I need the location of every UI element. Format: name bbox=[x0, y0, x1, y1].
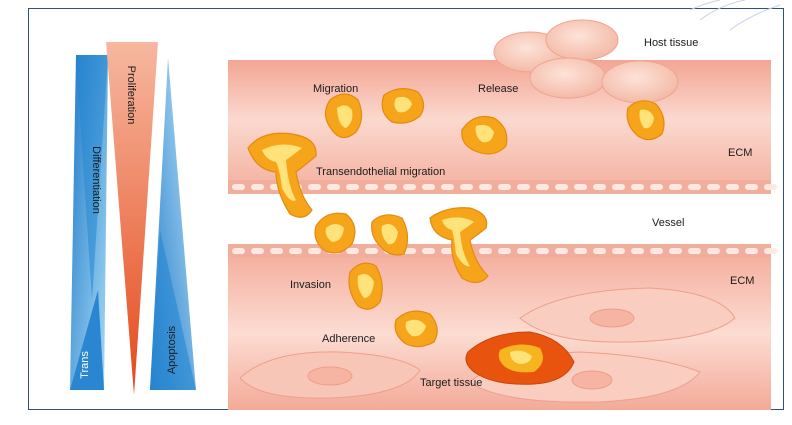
vessel-wall-segment bbox=[251, 184, 264, 190]
vessel-wall-segment bbox=[346, 248, 359, 254]
vessel-wall-segment bbox=[707, 248, 720, 254]
decorative-lines bbox=[690, 0, 780, 30]
cell-nucleus bbox=[308, 367, 352, 385]
vessel-wall-segment bbox=[517, 184, 530, 190]
vessel-wall-segment bbox=[707, 184, 720, 190]
vessel-wall-segment bbox=[479, 184, 492, 190]
vessel-wall-segment bbox=[650, 184, 663, 190]
vessel-wall-segment bbox=[422, 184, 435, 190]
vessel-wall-segment bbox=[764, 248, 777, 254]
vessel-wall-segment bbox=[593, 184, 606, 190]
vessel-wall-segment bbox=[555, 184, 568, 190]
vessel-wall-segment bbox=[346, 184, 359, 190]
vessel-wall-segment bbox=[593, 248, 606, 254]
vessel-wall-segment bbox=[688, 248, 701, 254]
vessel-lumen bbox=[228, 194, 771, 244]
vessel-wall-segment bbox=[308, 248, 321, 254]
host-tissue-label: Host tissue bbox=[644, 37, 698, 49]
vessel-wall-segment bbox=[517, 248, 530, 254]
vessel-wall-segment bbox=[422, 248, 435, 254]
vessel-wall-segment bbox=[612, 248, 625, 254]
vessel-wall-segment bbox=[745, 184, 758, 190]
vessel-wall-segment bbox=[479, 248, 492, 254]
vessel-wall-segment bbox=[384, 184, 397, 190]
vessel-wall-segment bbox=[555, 248, 568, 254]
vessel-wall-segment bbox=[574, 248, 587, 254]
gradient-panel: Differentiation Proliferation Trans Apop… bbox=[70, 42, 196, 395]
vessel-wall-segment bbox=[688, 184, 701, 190]
invasion-label: Invasion bbox=[290, 279, 331, 291]
vessel-wall-segment bbox=[745, 248, 758, 254]
proliferation-label: Proliferation bbox=[125, 66, 137, 125]
vessel-wall-segment bbox=[460, 184, 473, 190]
vessel-wall-segment bbox=[669, 248, 682, 254]
vessel-wall-segment bbox=[631, 184, 644, 190]
migration-label: Migration bbox=[313, 83, 358, 95]
host-cell bbox=[546, 20, 618, 60]
ecm-bottom-label: ECM bbox=[730, 275, 754, 287]
vessel-wall-segment bbox=[631, 248, 644, 254]
vessel-wall-segment bbox=[403, 184, 416, 190]
vessel-wall-segment bbox=[536, 248, 549, 254]
vessel-wall-segment bbox=[365, 184, 378, 190]
release-label: Release bbox=[478, 83, 518, 95]
target-tissue-label: Target tissue bbox=[420, 377, 482, 389]
host-cell bbox=[602, 61, 678, 103]
ecm-top-label: ECM bbox=[728, 147, 752, 159]
vessel-wall-segment bbox=[308, 184, 321, 190]
host-cell bbox=[530, 58, 606, 98]
vessel-wall-segment bbox=[365, 248, 378, 254]
vessel-wall-segment bbox=[327, 184, 340, 190]
vessel-wall-segment bbox=[232, 184, 245, 190]
cell-nucleus bbox=[572, 371, 612, 389]
vessel-wall-segment bbox=[726, 248, 739, 254]
trans-label: Trans bbox=[79, 351, 91, 379]
vessel-wall-segment bbox=[441, 184, 454, 190]
vessel-wall-segment bbox=[574, 184, 587, 190]
vessel-label: Vessel bbox=[652, 217, 684, 229]
vessel-wall-segment bbox=[270, 248, 283, 254]
vessel-wall-segment bbox=[726, 184, 739, 190]
vessel-wall-segment bbox=[669, 184, 682, 190]
vessel-wall-segment bbox=[289, 248, 302, 254]
vessel-wall-segment bbox=[498, 248, 511, 254]
vessel-wall-top-dashes bbox=[232, 184, 777, 190]
vessel-wall-bottom-dashes bbox=[232, 248, 777, 254]
vessel-wall-segment bbox=[764, 184, 777, 190]
vessel-cell bbox=[315, 213, 355, 253]
adherence-label: Adherence bbox=[322, 333, 375, 345]
vessel-wall-segment bbox=[232, 248, 245, 254]
cell-nucleus bbox=[590, 309, 634, 327]
vessel-wall-segment bbox=[498, 184, 511, 190]
differentiation-label: Differentiation bbox=[90, 146, 102, 214]
vessel-wall-segment bbox=[650, 248, 663, 254]
transendothelial-label: Transendothelial migration bbox=[316, 166, 445, 178]
vessel-wall-segment bbox=[536, 184, 549, 190]
migrating-cell bbox=[382, 89, 423, 124]
apoptosis-label: Apoptosis bbox=[166, 325, 178, 374]
vessel-wall-segment bbox=[612, 184, 625, 190]
vessel-wall-segment bbox=[251, 248, 264, 254]
